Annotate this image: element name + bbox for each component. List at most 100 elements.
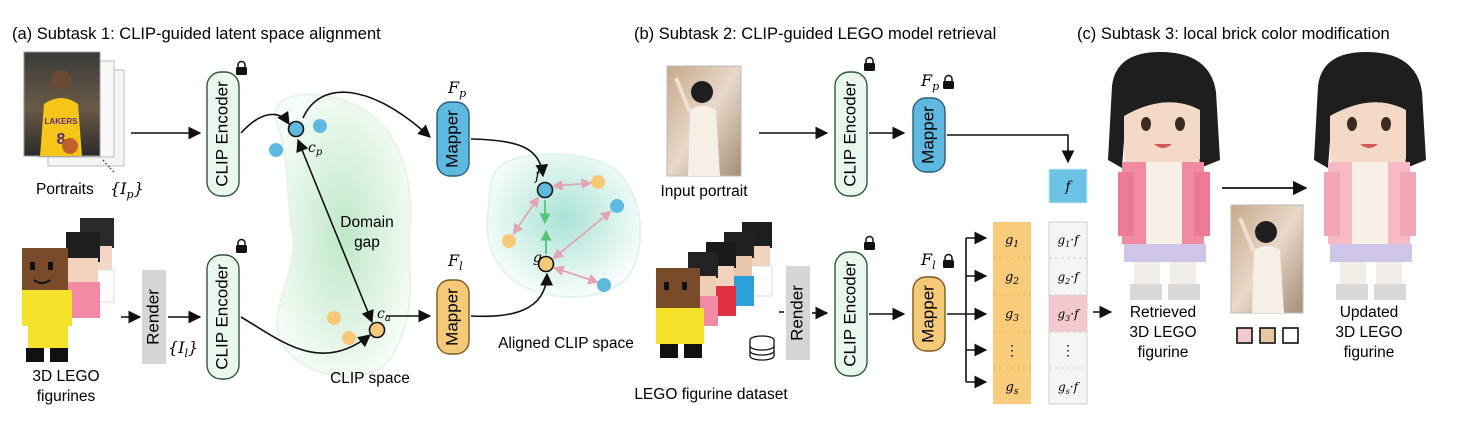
reference-portrait-head bbox=[1255, 221, 1277, 243]
render-box-b bbox=[786, 266, 810, 360]
mapper-portrait-b bbox=[912, 97, 946, 173]
Fl-label-b: Fl bbox=[920, 250, 936, 272]
section-b-title: (b) Subtask 2: CLIP-guided LEGO model re… bbox=[634, 25, 996, 43]
score-item-1: g1·f bbox=[1057, 233, 1081, 249]
mapper-lego-b-label: Mapper bbox=[918, 285, 937, 343]
input-portrait-body bbox=[688, 106, 720, 176]
database-icon bbox=[749, 335, 775, 361]
lock-icon bbox=[943, 74, 954, 89]
portrait-point bbox=[610, 199, 624, 213]
mapper-portrait-a bbox=[436, 101, 470, 177]
retrieved-label-1: Retrieved bbox=[1130, 304, 1196, 321]
input-portrait-arm bbox=[674, 77, 692, 113]
aligned-clip-space-region bbox=[486, 153, 642, 298]
repel-arrow bbox=[512, 196, 540, 235]
mapper-portrait-a-label: Mapper bbox=[442, 110, 461, 168]
clip-encoder-b-bottom bbox=[834, 251, 868, 377]
updated-label-1: Updated bbox=[1340, 304, 1399, 321]
clip-space-label: CLIP space bbox=[330, 370, 410, 387]
arrow-cp-to-mapper bbox=[302, 91, 431, 138]
score-item-3: g3·f bbox=[1057, 307, 1081, 323]
domain-gap-arrow bbox=[296, 138, 374, 324]
cp-point bbox=[287, 120, 305, 138]
portrait-point bbox=[269, 143, 283, 157]
g-point bbox=[537, 255, 555, 273]
g-label: g bbox=[533, 250, 542, 266]
arrow-mapper-to-f bbox=[470, 138, 549, 178]
portraits-stack: LAKERS 8 bbox=[23, 51, 125, 167]
lock-icon bbox=[864, 56, 875, 71]
g-column: g1 g2 g3 ⋮ gs bbox=[993, 222, 1031, 404]
Fp-label-a: Fp bbox=[447, 78, 466, 100]
clip-encoder-a-top-label: CLIP Encoder bbox=[212, 81, 231, 187]
repel-arrow bbox=[551, 178, 593, 191]
score-item-s: gs·f bbox=[1058, 380, 1081, 396]
g-item-dots: ⋮ bbox=[1005, 342, 1019, 358]
lego-point bbox=[342, 331, 356, 345]
render-label-a: Render bbox=[143, 289, 162, 345]
mapper-portrait-b-label: Mapper bbox=[918, 106, 937, 164]
lego-point bbox=[591, 175, 605, 189]
repel-arrow bbox=[552, 210, 612, 260]
section-c-title: (c) Subtask 3: local brick color modific… bbox=[1077, 25, 1390, 43]
arrow-mapper-to-g bbox=[470, 272, 554, 318]
retrieved-figurine bbox=[1108, 52, 1220, 300]
score-item-dots: ⋮ bbox=[1061, 342, 1075, 358]
updated-label-3: figurine bbox=[1344, 344, 1395, 361]
portraits-symbol: {Ip} bbox=[110, 179, 144, 201]
updated-figurine bbox=[1314, 52, 1426, 300]
score-item-2: g2·f bbox=[1057, 270, 1081, 286]
retrieved-label-2: 3D LEGO bbox=[1129, 324, 1196, 341]
portrait-point bbox=[597, 278, 611, 292]
input-portrait-head bbox=[691, 81, 713, 103]
lock-icon bbox=[864, 235, 875, 250]
dataset-label: LEGO figurine dataset bbox=[634, 386, 788, 403]
reference-portrait-body bbox=[1252, 246, 1284, 313]
mapper-lego-b bbox=[912, 276, 946, 352]
mapper-lego-a bbox=[436, 279, 470, 355]
render-symbol-a: {Il} bbox=[168, 338, 198, 360]
lego-figurines-stack bbox=[22, 218, 115, 362]
domain-gap-label-2: gap bbox=[354, 234, 380, 251]
stack-dots bbox=[102, 159, 115, 173]
figurines-label-1: 3D LEGO bbox=[32, 368, 99, 385]
input-portrait-label: Input portrait bbox=[660, 183, 748, 200]
updated-label-2: 3D LEGO bbox=[1335, 324, 1402, 341]
repel-arrow bbox=[552, 265, 600, 285]
clip-encoder-a-top bbox=[206, 71, 240, 197]
Fl-label-a: Fl bbox=[447, 251, 463, 273]
cl-point bbox=[368, 321, 386, 339]
Fp-label-b: Fp bbox=[920, 71, 939, 93]
f-label: f bbox=[534, 168, 543, 184]
f-box-label: f bbox=[1064, 179, 1073, 195]
mapper-lego-a-label: Mapper bbox=[442, 288, 461, 346]
render-label-b: Render bbox=[787, 285, 806, 341]
reference-portrait-arm bbox=[1238, 217, 1256, 253]
section-a-title: (a) Subtask 1: CLIP-guided latent space … bbox=[12, 25, 381, 43]
lock-icon bbox=[943, 253, 954, 268]
f-box bbox=[1048, 168, 1088, 204]
arrow-encoder-to-cp bbox=[240, 110, 290, 134]
fanout-arrows bbox=[947, 231, 988, 389]
render-box-a bbox=[142, 270, 166, 364]
color-swatch-white bbox=[1282, 327, 1299, 344]
arrow-encoder-to-cl bbox=[240, 316, 372, 354]
lego-point bbox=[502, 234, 516, 248]
score-highlight bbox=[1049, 295, 1087, 332]
clip-encoder-b-top bbox=[834, 71, 868, 197]
domain-gap-label-1: Domain bbox=[340, 214, 393, 231]
f-point bbox=[536, 181, 554, 199]
color-swatch-beige bbox=[1259, 327, 1276, 344]
clip-encoder-b-top-label: CLIP Encoder bbox=[840, 81, 859, 187]
arrow-mapper-to-f-box bbox=[947, 134, 1075, 164]
lock-icon bbox=[236, 238, 247, 253]
jersey-number: 8 bbox=[57, 131, 66, 148]
portrait-point bbox=[313, 119, 327, 133]
retrieved-label-3: figurine bbox=[1138, 344, 1189, 361]
g-column-bg bbox=[993, 222, 1031, 404]
lego-point bbox=[327, 311, 341, 325]
score-column: g1·f g2·f g3·f ⋮ gs·f bbox=[1048, 221, 1088, 405]
lego-dataset-stack bbox=[656, 222, 773, 358]
figurines-label-2: figurines bbox=[37, 388, 96, 405]
